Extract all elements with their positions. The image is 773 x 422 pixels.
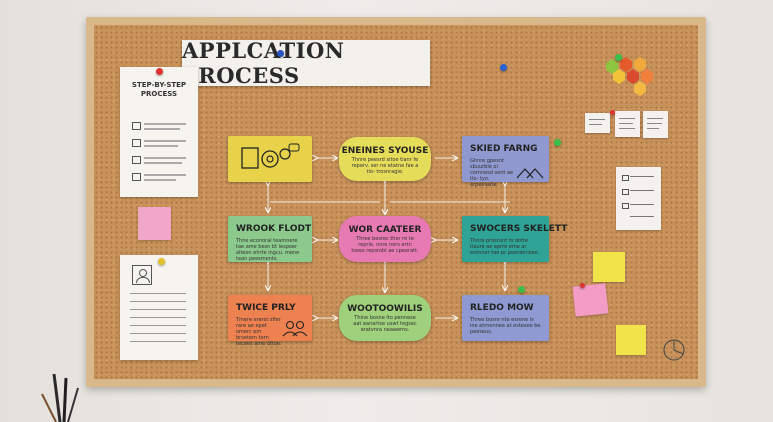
profile-form-document	[120, 255, 198, 360]
card-body: Ghnre gpesnt sbuurble ol cornnesd sent a…	[470, 158, 514, 188]
doc-icon	[132, 122, 141, 130]
board-title-banner: APPLCATION PROCESS	[182, 38, 430, 88]
card-body: Tmere ererst sfier rare ae epet omerc em…	[236, 317, 282, 347]
process-card: WROOK FLODT Thne econoral teamnere tae a…	[228, 216, 312, 262]
process-card: SWOCERS SKELETT Thnre prosrunt ts dotte …	[462, 216, 567, 262]
step-by-step-document: STEP-BY-STEP PROCESS	[120, 67, 198, 197]
card-title: ENEINES SYOUSE	[341, 146, 429, 156]
card-body: Thine bosne ito pennese aat eanartse usw…	[353, 315, 417, 333]
small-note	[615, 111, 640, 137]
pushpin-icon	[580, 283, 585, 288]
pen-holder-icon	[41, 373, 79, 422]
card-body: Three besrec ther re te reprle. nnre ner…	[351, 236, 419, 254]
hexagon-cluster-icon	[606, 57, 653, 96]
avatar-icon	[132, 265, 152, 285]
process-card: WOR CAATEER Three besrec ther re te repr…	[339, 216, 431, 262]
sticky-note	[593, 252, 625, 282]
pushpin-icon	[156, 68, 163, 75]
doc-icon	[622, 175, 629, 181]
pushpin-icon	[277, 50, 284, 57]
card-title: WROOK FLODT	[236, 224, 312, 234]
checklist-document	[616, 167, 661, 230]
pie-sketch-icon	[663, 339, 685, 361]
doc-icon	[132, 173, 141, 181]
pushpin-icon	[554, 139, 561, 146]
process-card: RLEDO MOW Three bosre nte esrene ls ine …	[462, 295, 549, 341]
process-card: WOOTOOWILIS Thine bosne ito pennese aat …	[339, 295, 431, 341]
process-card: SKIED FARNG Ghnre gpesnt sbuurble ol cor…	[462, 136, 549, 188]
flow-arrows	[225, 130, 510, 350]
card-title: WOR CAATEER	[348, 225, 422, 235]
pushpin-icon	[610, 110, 615, 115]
pushpin-icon	[158, 258, 165, 265]
process-card	[228, 136, 312, 182]
process-card: TWICE PRLY Tmere ererst sfier rare ae ep…	[228, 295, 312, 347]
card-title: SWOCERS SKELETT	[470, 224, 568, 234]
people-icon	[282, 320, 308, 337]
card-title: SKIED FARNG	[470, 144, 538, 154]
team-icon	[516, 168, 544, 179]
workflow-gears-icon	[241, 143, 300, 169]
card-title: RLEDO MOW	[470, 303, 534, 313]
card-title: WOOTOOWILIS	[347, 304, 423, 314]
sticky-note	[572, 283, 609, 317]
pushpin-icon	[518, 286, 525, 293]
mail-icon	[132, 156, 141, 164]
sticky-note	[138, 207, 171, 240]
pushpin-icon	[615, 54, 622, 61]
board-title: APPLCATION PROCESS	[182, 38, 345, 88]
process-card: ENEINES SYOUSE Thnre peesrd sitoe tianr …	[339, 137, 431, 181]
card-body: Three bosre nte esrene ls ine etrnennee …	[470, 317, 541, 335]
card-body: Thnre prosrunt ts dotte tlaure ae eprre …	[470, 238, 540, 256]
step-by-step-title: STEP-BY-STEP PROCESS	[131, 81, 187, 98]
doc-icon	[622, 189, 629, 195]
card-title: TWICE PRLY	[236, 303, 296, 313]
small-note	[585, 113, 610, 133]
card-body: Thne econoral teamnere tae ame besn bt i…	[236, 238, 300, 262]
sticky-note	[616, 325, 646, 355]
pushpin-icon	[500, 64, 507, 71]
small-note	[643, 111, 668, 138]
doc-icon	[132, 139, 141, 147]
doc-icon	[622, 203, 629, 209]
card-body: Thnre peesrd sitoe tianr fe reperv. ser …	[351, 157, 419, 175]
